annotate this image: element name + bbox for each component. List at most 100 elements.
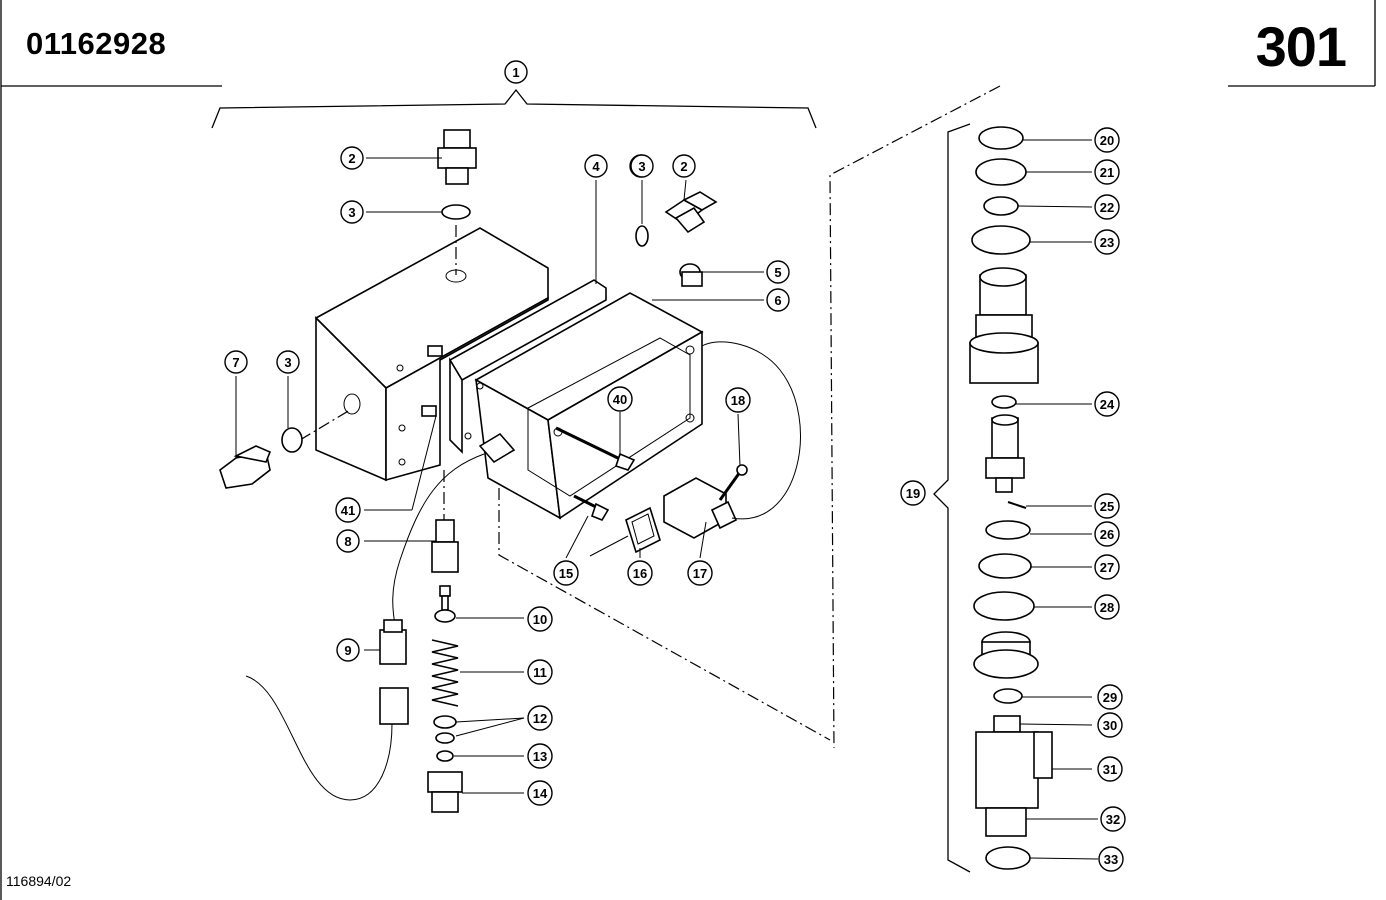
callout-circle bbox=[1094, 194, 1120, 220]
callout-label: 23 bbox=[1100, 235, 1114, 250]
callout-circle bbox=[1094, 493, 1120, 519]
callout-label: 15 bbox=[559, 566, 573, 581]
callout-circle bbox=[335, 497, 361, 523]
callout-circle bbox=[340, 200, 364, 224]
callout-label: 24 bbox=[1100, 397, 1115, 412]
page-number: 301 bbox=[1255, 15, 1347, 78]
valve-cover bbox=[464, 292, 704, 520]
callout-label: 27 bbox=[1100, 560, 1114, 575]
callout-40: 40 bbox=[607, 386, 633, 412]
callout-circle bbox=[1098, 846, 1124, 872]
callout-3: 3 bbox=[340, 200, 364, 224]
assembly-bracket bbox=[211, 88, 817, 129]
leader-lines bbox=[235, 139, 1099, 860]
callout-16: 16 bbox=[627, 560, 653, 586]
callout-13: 13 bbox=[527, 743, 553, 769]
callout-31: 31 bbox=[1097, 756, 1123, 782]
callout-2: 2 bbox=[672, 154, 696, 178]
callout-30: 30 bbox=[1097, 712, 1123, 738]
callout-3: 3 bbox=[276, 350, 300, 374]
callout-circle bbox=[224, 350, 248, 374]
callout-circle bbox=[1097, 756, 1123, 782]
callout-9: 9 bbox=[336, 638, 360, 662]
callout-6: 6 bbox=[766, 288, 790, 312]
callout-circle bbox=[1094, 127, 1120, 153]
callout-label: 8 bbox=[344, 534, 351, 549]
callout-circle bbox=[1097, 684, 1123, 710]
callout-label: 5 bbox=[774, 265, 781, 280]
callout-8: 8 bbox=[336, 529, 360, 553]
callout-19: 19 bbox=[900, 480, 926, 506]
callout-label: 12 bbox=[533, 711, 547, 726]
callout-label: 32 bbox=[1106, 812, 1120, 827]
callout-23: 23 bbox=[1094, 229, 1120, 255]
cable-connector bbox=[245, 619, 409, 801]
callout-label: 7 bbox=[232, 355, 239, 370]
callout-circle bbox=[504, 60, 528, 84]
callout-label: 1 bbox=[512, 65, 519, 80]
callout-label: 9 bbox=[344, 643, 351, 658]
callout-3: 3 bbox=[630, 154, 654, 178]
callout-circle bbox=[1094, 554, 1120, 580]
callout-label: 16 bbox=[633, 566, 647, 581]
drawing-id: 116894/02 bbox=[6, 873, 72, 889]
callout-15: 15 bbox=[553, 560, 579, 586]
callout-label: 28 bbox=[1100, 600, 1114, 615]
callout-18: 18 bbox=[725, 387, 751, 413]
callout-label: 25 bbox=[1100, 499, 1114, 514]
callout-32: 32 bbox=[1100, 806, 1126, 832]
callout-4: 4 bbox=[584, 154, 608, 178]
callout-28: 28 bbox=[1094, 594, 1120, 620]
callout-circle bbox=[672, 154, 696, 178]
callout-circle bbox=[725, 387, 751, 413]
o-ring-right bbox=[635, 225, 649, 247]
callout-22: 22 bbox=[1094, 194, 1120, 220]
o-ring-left bbox=[281, 427, 303, 453]
callout-41: 41 bbox=[335, 497, 361, 523]
callout-label: 31 bbox=[1103, 762, 1117, 777]
small-screws bbox=[421, 345, 443, 417]
cartridge-parts bbox=[969, 126, 1053, 870]
callout-29: 29 bbox=[1097, 684, 1123, 710]
callout-circle bbox=[1094, 521, 1120, 547]
fitting-top bbox=[437, 129, 477, 185]
callout-circle bbox=[766, 288, 790, 312]
callout-label: 29 bbox=[1103, 690, 1117, 705]
callout-label: 2 bbox=[680, 159, 687, 174]
callout-5: 5 bbox=[766, 260, 790, 284]
plug-seal bbox=[625, 506, 661, 554]
document-number: 01162928 bbox=[26, 26, 167, 61]
callout-circle bbox=[1097, 712, 1123, 738]
callout-1: 1 bbox=[504, 60, 528, 84]
callout-circle bbox=[687, 560, 713, 586]
callout-label: 41 bbox=[341, 503, 355, 518]
callout-2: 2 bbox=[340, 146, 364, 170]
callout-24: 24 bbox=[1094, 391, 1120, 417]
callout-circle bbox=[527, 743, 553, 769]
callout-circle bbox=[630, 154, 654, 178]
cable-gland bbox=[392, 432, 516, 631]
callout-label: 3 bbox=[348, 205, 355, 220]
callout-label: 3 bbox=[284, 355, 291, 370]
callout-circle bbox=[900, 480, 926, 506]
valve-insert-stack bbox=[427, 470, 463, 813]
callout-label: 26 bbox=[1100, 527, 1114, 542]
callout-circle bbox=[607, 386, 633, 412]
callout-circle bbox=[584, 154, 608, 178]
cartridge-bracket bbox=[933, 123, 971, 873]
callout-33: 33 bbox=[1098, 846, 1124, 872]
callout-circle bbox=[1094, 229, 1120, 255]
callout-7: 7 bbox=[224, 350, 248, 374]
callout-circle bbox=[527, 606, 553, 632]
callout-21: 21 bbox=[1094, 159, 1120, 185]
callout-circle bbox=[627, 560, 653, 586]
callout-circle bbox=[527, 780, 553, 806]
callout-10: 10 bbox=[527, 606, 553, 632]
callout-circle bbox=[1094, 594, 1120, 620]
callout-circle bbox=[553, 560, 579, 586]
callout-label: 11 bbox=[533, 665, 547, 680]
callout-label: 30 bbox=[1103, 718, 1117, 733]
plug bbox=[679, 263, 703, 287]
